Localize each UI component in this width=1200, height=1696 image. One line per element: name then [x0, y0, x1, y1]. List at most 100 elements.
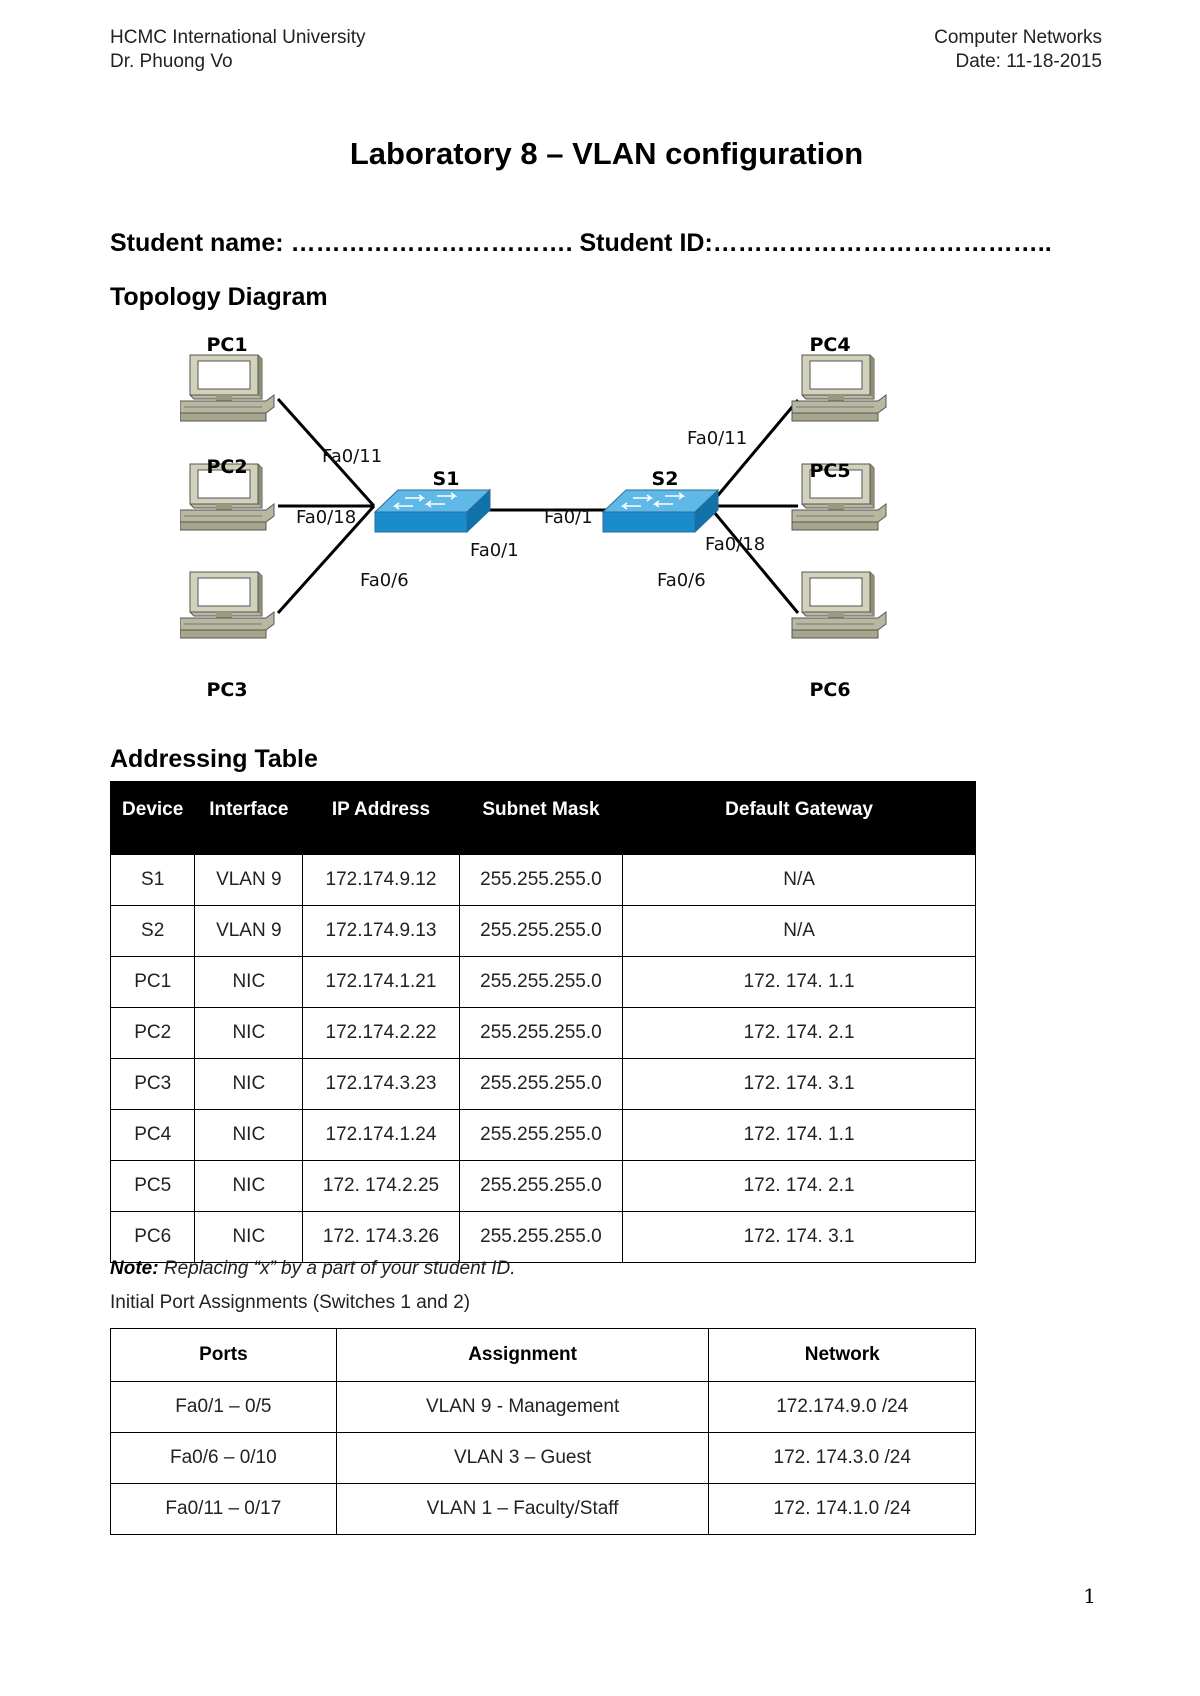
- lab-date: Date: 11-18-2015: [955, 51, 1102, 72]
- topology-diagram: PC1 PC2 PC3 PC4 PC5 PC6 S1 S2 Fa0/11 Fa0…: [180, 334, 887, 701]
- table-cell: 255.255.255.0: [458, 854, 624, 906]
- ports-caption: Initial Port Assignments (Switches 1 and…: [110, 1292, 471, 1313]
- table-row: PC6 NIC 172. 174.3.26 255.255.255.0 172.…: [109, 1211, 976, 1263]
- pc3-icon: [180, 571, 275, 639]
- table-cell: PC6: [109, 1211, 196, 1263]
- column-header: Default Gateway: [622, 781, 976, 855]
- table-cell: 172.174.1.21: [302, 956, 460, 1008]
- table-cell: VLAN 9 - Management: [335, 1381, 710, 1433]
- column-header: Network: [708, 1328, 976, 1382]
- note: Note: Replacing “x” by a part of your st…: [110, 1258, 516, 1280]
- table-cell: VLAN 3 – Guest: [335, 1432, 710, 1484]
- column-header: Ports: [110, 1328, 337, 1382]
- column-header: Device: [109, 781, 196, 855]
- table-cell: 255.255.255.0: [458, 1160, 624, 1212]
- table-cell: 255.255.255.0: [458, 956, 624, 1008]
- table-cell: 172.174.9.13: [302, 905, 460, 957]
- table-cell: 172.174.9.0 /24: [708, 1381, 976, 1433]
- table-cell: 255.255.255.0: [458, 905, 624, 957]
- table-cell: N/A: [622, 905, 976, 957]
- table-cell: 172. 174. 2.1: [622, 1160, 976, 1212]
- page-number: 1: [1083, 1584, 1096, 1608]
- table-cell: 172.174.1.24: [302, 1109, 460, 1161]
- port-label: Fa0/6: [360, 570, 409, 591]
- column-header: Interface: [194, 781, 304, 855]
- port-label: Fa0/18: [296, 507, 356, 528]
- header-right: Computer Networks Date: 11-18-2015: [934, 26, 1102, 74]
- table-row: S2 VLAN 9 172.174.9.13 255.255.255.0 N/A: [109, 905, 976, 957]
- course-name: Computer Networks: [934, 27, 1102, 48]
- student-info-line: Student name: ……………………………. Student ID:………: [110, 229, 1052, 257]
- table-row: PC5 NIC 172. 174.2.25 255.255.255.0 172.…: [109, 1160, 976, 1212]
- table-cell: Fa0/11 – 0/17: [110, 1483, 337, 1535]
- table-cell: 172. 174.2.25: [302, 1160, 460, 1212]
- switch-s1-icon: [374, 489, 491, 533]
- table-cell: 255.255.255.0: [458, 1211, 624, 1263]
- table-row: Fa0/11 – 0/17 VLAN 1 – Faculty/Staff 172…: [110, 1483, 976, 1535]
- addressing-table: Device Interface IP Address Subnet Mask …: [109, 781, 976, 1263]
- topology-heading: Topology Diagram: [110, 283, 328, 311]
- table-row: PC2 NIC 172.174.2.22 255.255.255.0 172. …: [109, 1007, 976, 1059]
- table-cell: 172. 174. 3.1: [622, 1211, 976, 1263]
- pc4-icon: [791, 354, 887, 422]
- table-cell: PC4: [109, 1109, 196, 1161]
- column-header: Assignment: [335, 1328, 710, 1382]
- table-cell: NIC: [194, 956, 304, 1008]
- table-cell: PC1: [109, 956, 196, 1008]
- pc4-label: PC4: [809, 334, 850, 356]
- pc5-label: PC5: [809, 460, 850, 482]
- table-cell: NIC: [194, 1211, 304, 1263]
- port-label: Fa0/18: [705, 534, 765, 555]
- table-row: PC4 NIC 172.174.1.24 255.255.255.0 172. …: [109, 1109, 976, 1161]
- table-cell: S1: [109, 854, 196, 906]
- table-cell: 172. 174. 2.1: [622, 1007, 976, 1059]
- note-text: Replacing “x” by a part of your student …: [158, 1258, 516, 1279]
- table-cell: 172. 174. 1.1: [622, 1109, 976, 1161]
- switch-s2-icon: [602, 489, 719, 533]
- table-row: PC3 NIC 172.174.3.23 255.255.255.0 172. …: [109, 1058, 976, 1110]
- table-row: S1 VLAN 9 172.174.9.12 255.255.255.0 N/A: [109, 854, 976, 906]
- table-cell: Fa0/6 – 0/10: [110, 1432, 337, 1484]
- table-cell: 255.255.255.0: [458, 1058, 624, 1110]
- port-assignments-table: Ports Assignment Network Fa0/1 – 0/5 VLA…: [110, 1328, 976, 1535]
- pc6-icon: [791, 571, 887, 639]
- pc1-icon: [180, 354, 275, 422]
- table-header-row: Device Interface IP Address Subnet Mask …: [109, 781, 976, 855]
- table-cell: 172.174.3.23: [302, 1058, 460, 1110]
- header-left: HCMC International University Dr. Phuong…: [110, 26, 366, 74]
- table-cell: NIC: [194, 1007, 304, 1059]
- table-row: Fa0/1 – 0/5 VLAN 9 - Management 172.174.…: [110, 1381, 976, 1433]
- pc1-label: PC1: [206, 334, 247, 356]
- table-cell: NIC: [194, 1109, 304, 1161]
- table-row: PC1 NIC 172.174.1.21 255.255.255.0 172. …: [109, 956, 976, 1008]
- table-cell: N/A: [622, 854, 976, 906]
- table-cell: VLAN 9: [194, 854, 304, 906]
- pc3-label: PC3: [206, 679, 247, 701]
- column-header: IP Address: [302, 781, 460, 855]
- table-cell: PC5: [109, 1160, 196, 1212]
- table-header-row: Ports Assignment Network: [110, 1328, 976, 1382]
- instructor-name: Dr. Phuong Vo: [110, 51, 233, 72]
- page-title: Laboratory 8 – VLAN configuration: [349, 136, 864, 171]
- table-cell: PC2: [109, 1007, 196, 1059]
- pc2-label: PC2: [206, 456, 247, 478]
- table-cell: NIC: [194, 1058, 304, 1110]
- table-cell: VLAN 1 – Faculty/Staff: [335, 1483, 710, 1535]
- pc6-label: PC6: [809, 679, 850, 701]
- addressing-heading: Addressing Table: [110, 745, 318, 773]
- port-label: Fa0/11: [687, 428, 747, 449]
- port-label: Fa0/1: [544, 507, 593, 528]
- table-cell: 172. 174.3.26: [302, 1211, 460, 1263]
- note-label: Note:: [110, 1258, 159, 1279]
- table-cell: 172.174.2.22: [302, 1007, 460, 1059]
- s2-label: S2: [652, 468, 679, 490]
- table-row: Fa0/6 – 0/10 VLAN 3 – Guest 172. 174.3.0…: [110, 1432, 976, 1484]
- table-cell: PC3: [109, 1058, 196, 1110]
- table-cell: S2: [109, 905, 196, 957]
- table-cell: 172. 174. 3.1: [622, 1058, 976, 1110]
- table-cell: VLAN 9: [194, 905, 304, 957]
- s1-label: S1: [433, 468, 460, 490]
- table-cell: NIC: [194, 1160, 304, 1212]
- port-label: Fa0/11: [322, 446, 382, 467]
- table-cell: 172.174.9.12: [302, 854, 460, 906]
